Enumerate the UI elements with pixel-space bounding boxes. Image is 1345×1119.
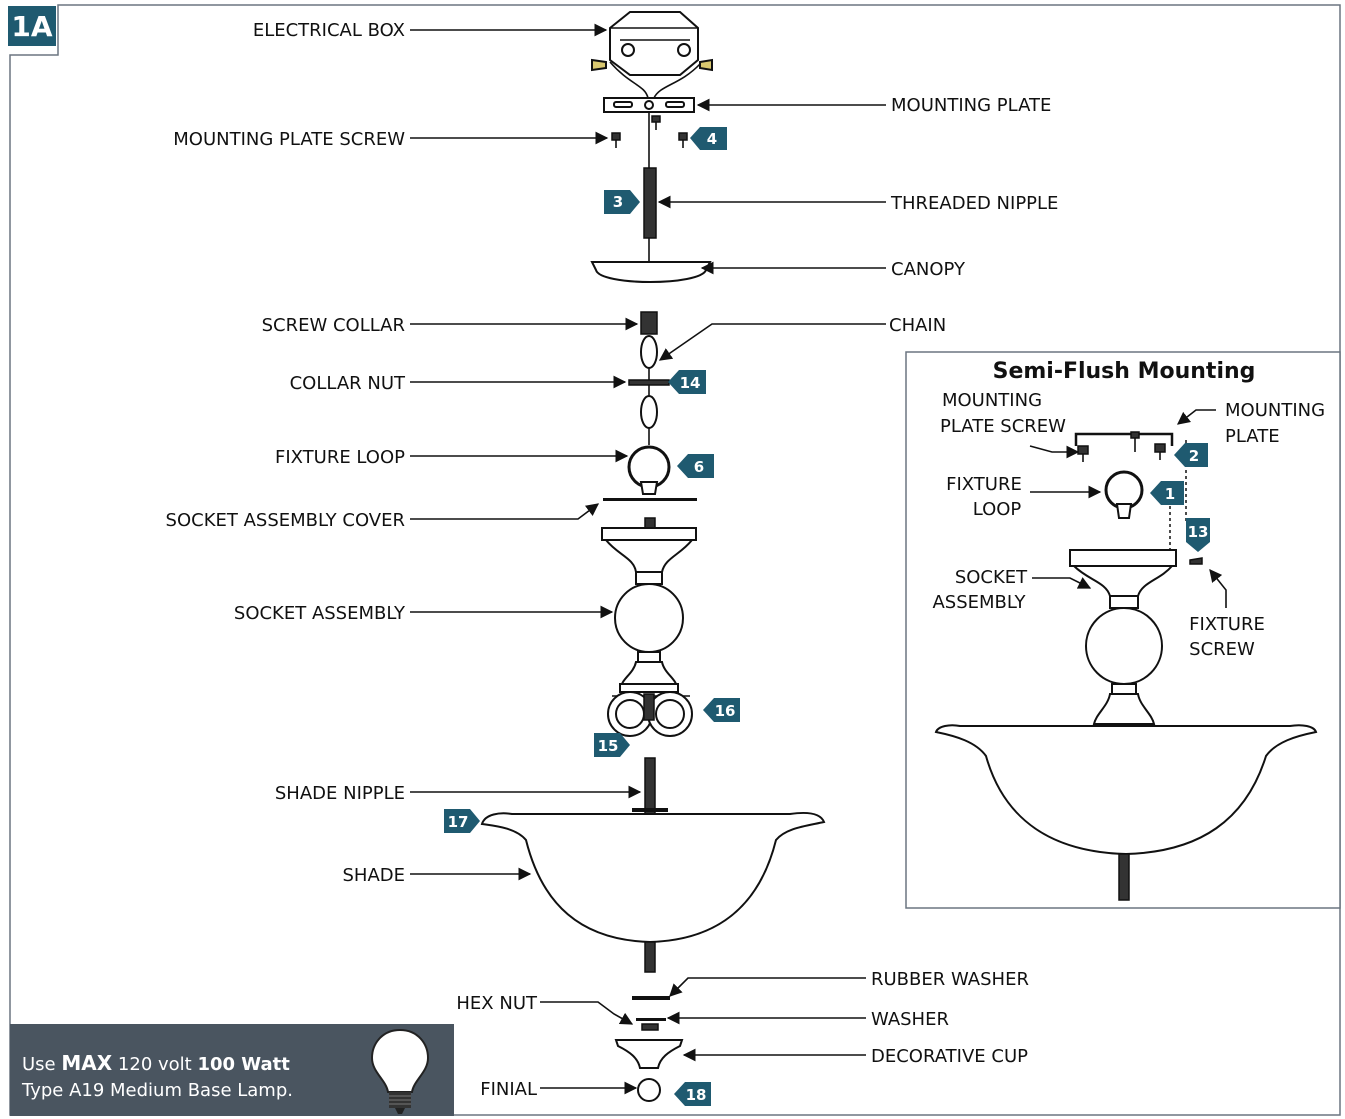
lamp-note-panel: Use MAX 120 volt 100 Watt Type A19 Mediu… [10, 1024, 454, 1116]
inset-label-fixture-screw-1: FIXTURE [1189, 614, 1265, 635]
label-shade-nipple: SHADE NIPPLE [275, 783, 405, 804]
step-badge-16: 16 [703, 698, 740, 722]
label-collar-nut: COLLAR NUT [290, 373, 406, 394]
note-volt: 120 volt [117, 1054, 192, 1075]
semi-flush-inset: Semi-Flush Mounting MOUNTING PLATE [905, 351, 1341, 909]
inset-step-badge-2: 2 [1174, 443, 1208, 467]
electrical-box-drawing [591, 11, 713, 99]
mounting-plate-drawing [603, 97, 695, 113]
svg-text:14: 14 [680, 374, 701, 392]
label-canopy: CANOPY [891, 259, 966, 280]
chain-drawing [640, 335, 658, 445]
svg-text:2: 2 [1189, 447, 1199, 465]
inset-step-badge-1: 1 [1150, 481, 1184, 505]
svg-text:18: 18 [686, 1086, 707, 1104]
note-use: Use [22, 1054, 56, 1075]
inset-label-mounting-plate-2: PLATE [1225, 426, 1280, 447]
step-badge-18: 18 [674, 1082, 711, 1106]
svg-text:17: 17 [448, 813, 469, 831]
note-max: MAX [61, 1051, 113, 1075]
step-badge-17: 17 [444, 809, 480, 833]
inset-step-badge-13: 13 [1186, 518, 1210, 552]
svg-text:3: 3 [613, 193, 623, 211]
svg-text:4: 4 [707, 130, 717, 148]
svg-text:1: 1 [1165, 485, 1175, 503]
step-badge-6: 6 [677, 454, 714, 478]
lamp-note-line-1: Use MAX 120 volt 100 Watt [22, 1050, 293, 1078]
socket-assembly-cover-drawing [603, 498, 697, 501]
label-finial: FINIAL [480, 1079, 537, 1100]
inset-label-socket-assembly-2: ASSEMBLY [932, 592, 1026, 613]
socket-assembly-drawing [601, 517, 697, 737]
inset-label-mounting-plate-screw-1: MOUNTING [942, 390, 1042, 411]
label-mounting-plate: MOUNTING PLATE [891, 95, 1051, 116]
label-socket-assembly: SOCKET ASSEMBLY [234, 603, 406, 624]
step-badge-3: 3 [604, 190, 640, 214]
label-rubber-washer: RUBBER WASHER [871, 969, 1029, 990]
label-threaded-nipple: THREADED NIPPLE [890, 193, 1058, 214]
step-badge-4: 4 [690, 127, 727, 150]
mounting-plate-screws-drawing [611, 115, 688, 148]
label-decorative-cup: DECORATIVE CUP [871, 1046, 1028, 1067]
threaded-nipple-drawing [643, 112, 657, 262]
label-electrical-box: ELECTRICAL BOX [253, 20, 405, 41]
svg-text:13: 13 [1188, 523, 1209, 541]
canopy-drawing [590, 261, 712, 283]
label-mounting-plate-screw: MOUNTING PLATE SCREW [173, 129, 405, 150]
decorative-cup-drawing [614, 1039, 684, 1069]
note-watt: 100 Watt [197, 1054, 290, 1075]
step-badge-14: 14 [668, 370, 706, 394]
label-socket-assembly-cover: SOCKET ASSEMBLY COVER [166, 510, 405, 531]
inset-label-fixture-loop-1: FIXTURE [946, 474, 1022, 495]
svg-text:15: 15 [598, 737, 619, 755]
svg-text:6: 6 [694, 458, 704, 476]
label-chain: CHAIN [889, 315, 946, 336]
collar-nut-drawing [628, 379, 670, 386]
inset-label-mounting-plate-1: MOUNTING [1225, 400, 1325, 421]
finial-drawing [637, 1078, 661, 1102]
shade-nipple-drawing [632, 757, 668, 815]
lamp-note-line-2: Type A19 Medium Base Lamp. [22, 1080, 293, 1101]
label-screw-collar: SCREW COLLAR [262, 315, 405, 336]
label-washer: WASHER [871, 1009, 949, 1030]
inset-label-mounting-plate-screw-2: PLATE SCREW [940, 416, 1066, 437]
label-fixture-loop: FIXTURE LOOP [275, 447, 405, 468]
leader-lines [410, 23, 886, 1095]
fixture-loop-drawing [627, 445, 671, 495]
lamp-note-text: Use MAX 120 volt 100 Watt Type A19 Mediu… [22, 1050, 293, 1104]
light-bulb-icon [370, 1028, 430, 1114]
figure-id-text: 1A [11, 10, 52, 43]
figure-id-tag: 1A [8, 6, 56, 46]
shade-drawing [480, 812, 826, 973]
inset-label-socket-assembly-1: SOCKET [955, 567, 1028, 588]
label-shade: SHADE [342, 865, 405, 886]
label-hex-nut: HEX NUT [456, 993, 538, 1014]
screw-collar-drawing [640, 311, 658, 335]
inset-label-fixture-loop-2: LOOP [973, 499, 1022, 520]
washers-drawing [632, 996, 670, 1031]
inset-label-fixture-screw-2: SCREW [1189, 639, 1255, 660]
inset-title: Semi-Flush Mounting [993, 359, 1256, 384]
svg-text:16: 16 [715, 702, 736, 720]
step-badge-15: 15 [594, 733, 630, 757]
